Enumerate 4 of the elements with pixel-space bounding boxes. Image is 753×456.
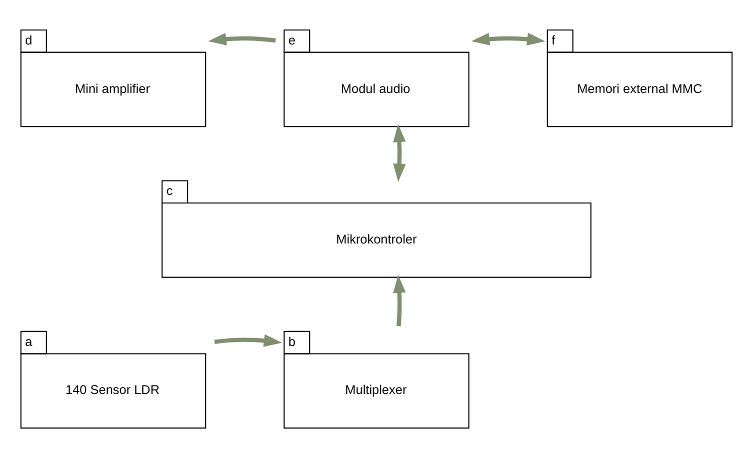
- arrow: [393, 123, 406, 182]
- arrow: [214, 334, 282, 346]
- arrow: [471, 32, 546, 45]
- arrow: [393, 274, 406, 326]
